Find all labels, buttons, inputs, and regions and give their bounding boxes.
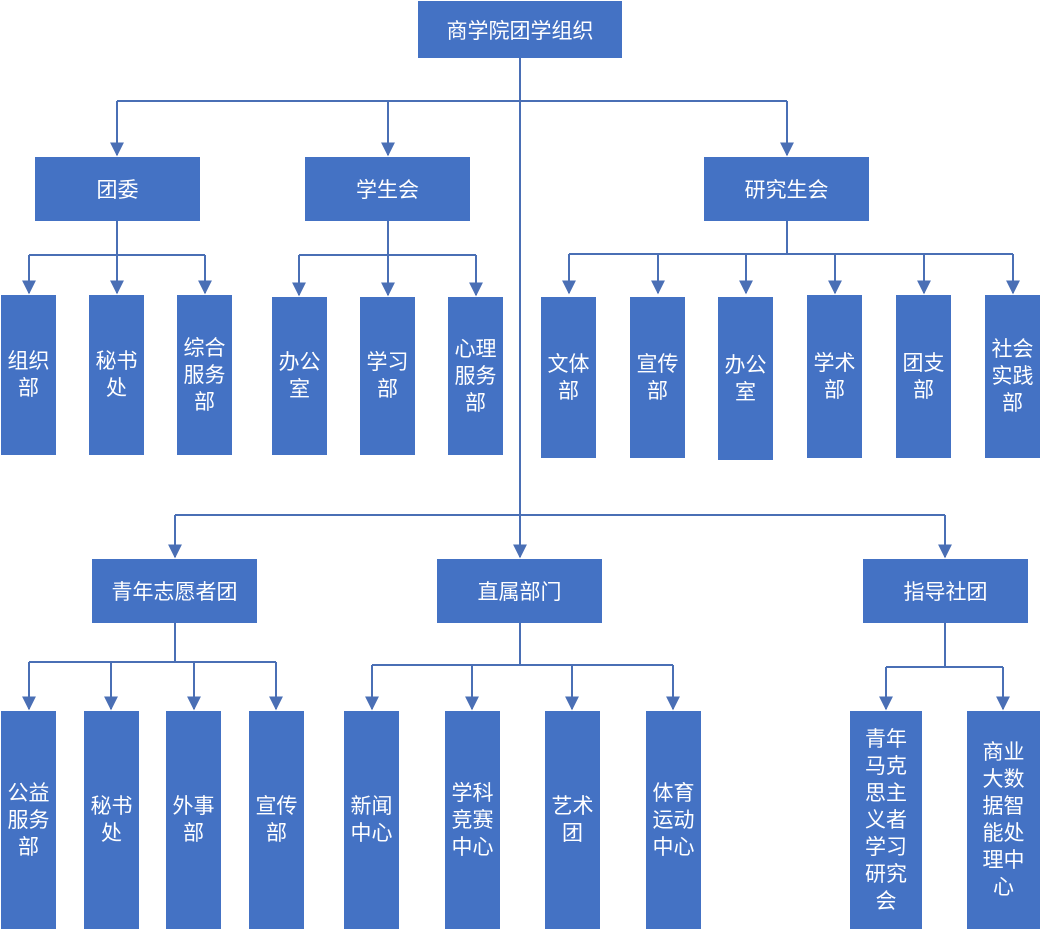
group-node-volunteer: 青年志愿者团 (92, 559, 257, 623)
root-node: 商学院团学组织 (418, 1, 622, 58)
dept-node: 学科竞赛中心 (445, 711, 500, 929)
group-node-guided-clubs: 指导社团 (863, 559, 1028, 623)
dept-node: 艺术团 (545, 711, 600, 929)
dept-node: 办公室 (718, 297, 773, 460)
dept-node: 秘书处 (89, 295, 144, 455)
dept-node: 综合服务部 (177, 295, 232, 455)
dept-node: 学术部 (807, 295, 862, 458)
group-node-direct-departments: 直属部门 (437, 559, 602, 623)
dept-node: 新闻中心 (344, 711, 399, 929)
dept-node: 文体部 (541, 297, 596, 458)
dept-node: 宣传部 (249, 711, 304, 929)
dept-node: 外事部 (166, 711, 221, 929)
club-node: 商业大数据智能处理中心 (967, 711, 1040, 929)
dept-node: 秘书处 (84, 711, 139, 929)
dept-node: 体育运动中心 (646, 711, 701, 929)
dept-node: 心理服务部 (448, 297, 503, 455)
group-node-graduate-union: 研究生会 (704, 157, 869, 221)
group-node-tuanwei: 团委 (35, 157, 200, 221)
dept-node: 社会实践部 (985, 295, 1040, 458)
dept-node: 学习部 (360, 297, 415, 455)
dept-node: 组织部 (1, 295, 56, 455)
dept-node: 宣传部 (630, 297, 685, 458)
dept-node: 团支部 (896, 295, 951, 458)
club-node: 青年马克思主义者学习研究会 (850, 711, 922, 929)
dept-node: 公益服务部 (1, 711, 56, 929)
dept-node: 办公室 (272, 297, 327, 455)
group-node-student-union: 学生会 (305, 157, 470, 221)
